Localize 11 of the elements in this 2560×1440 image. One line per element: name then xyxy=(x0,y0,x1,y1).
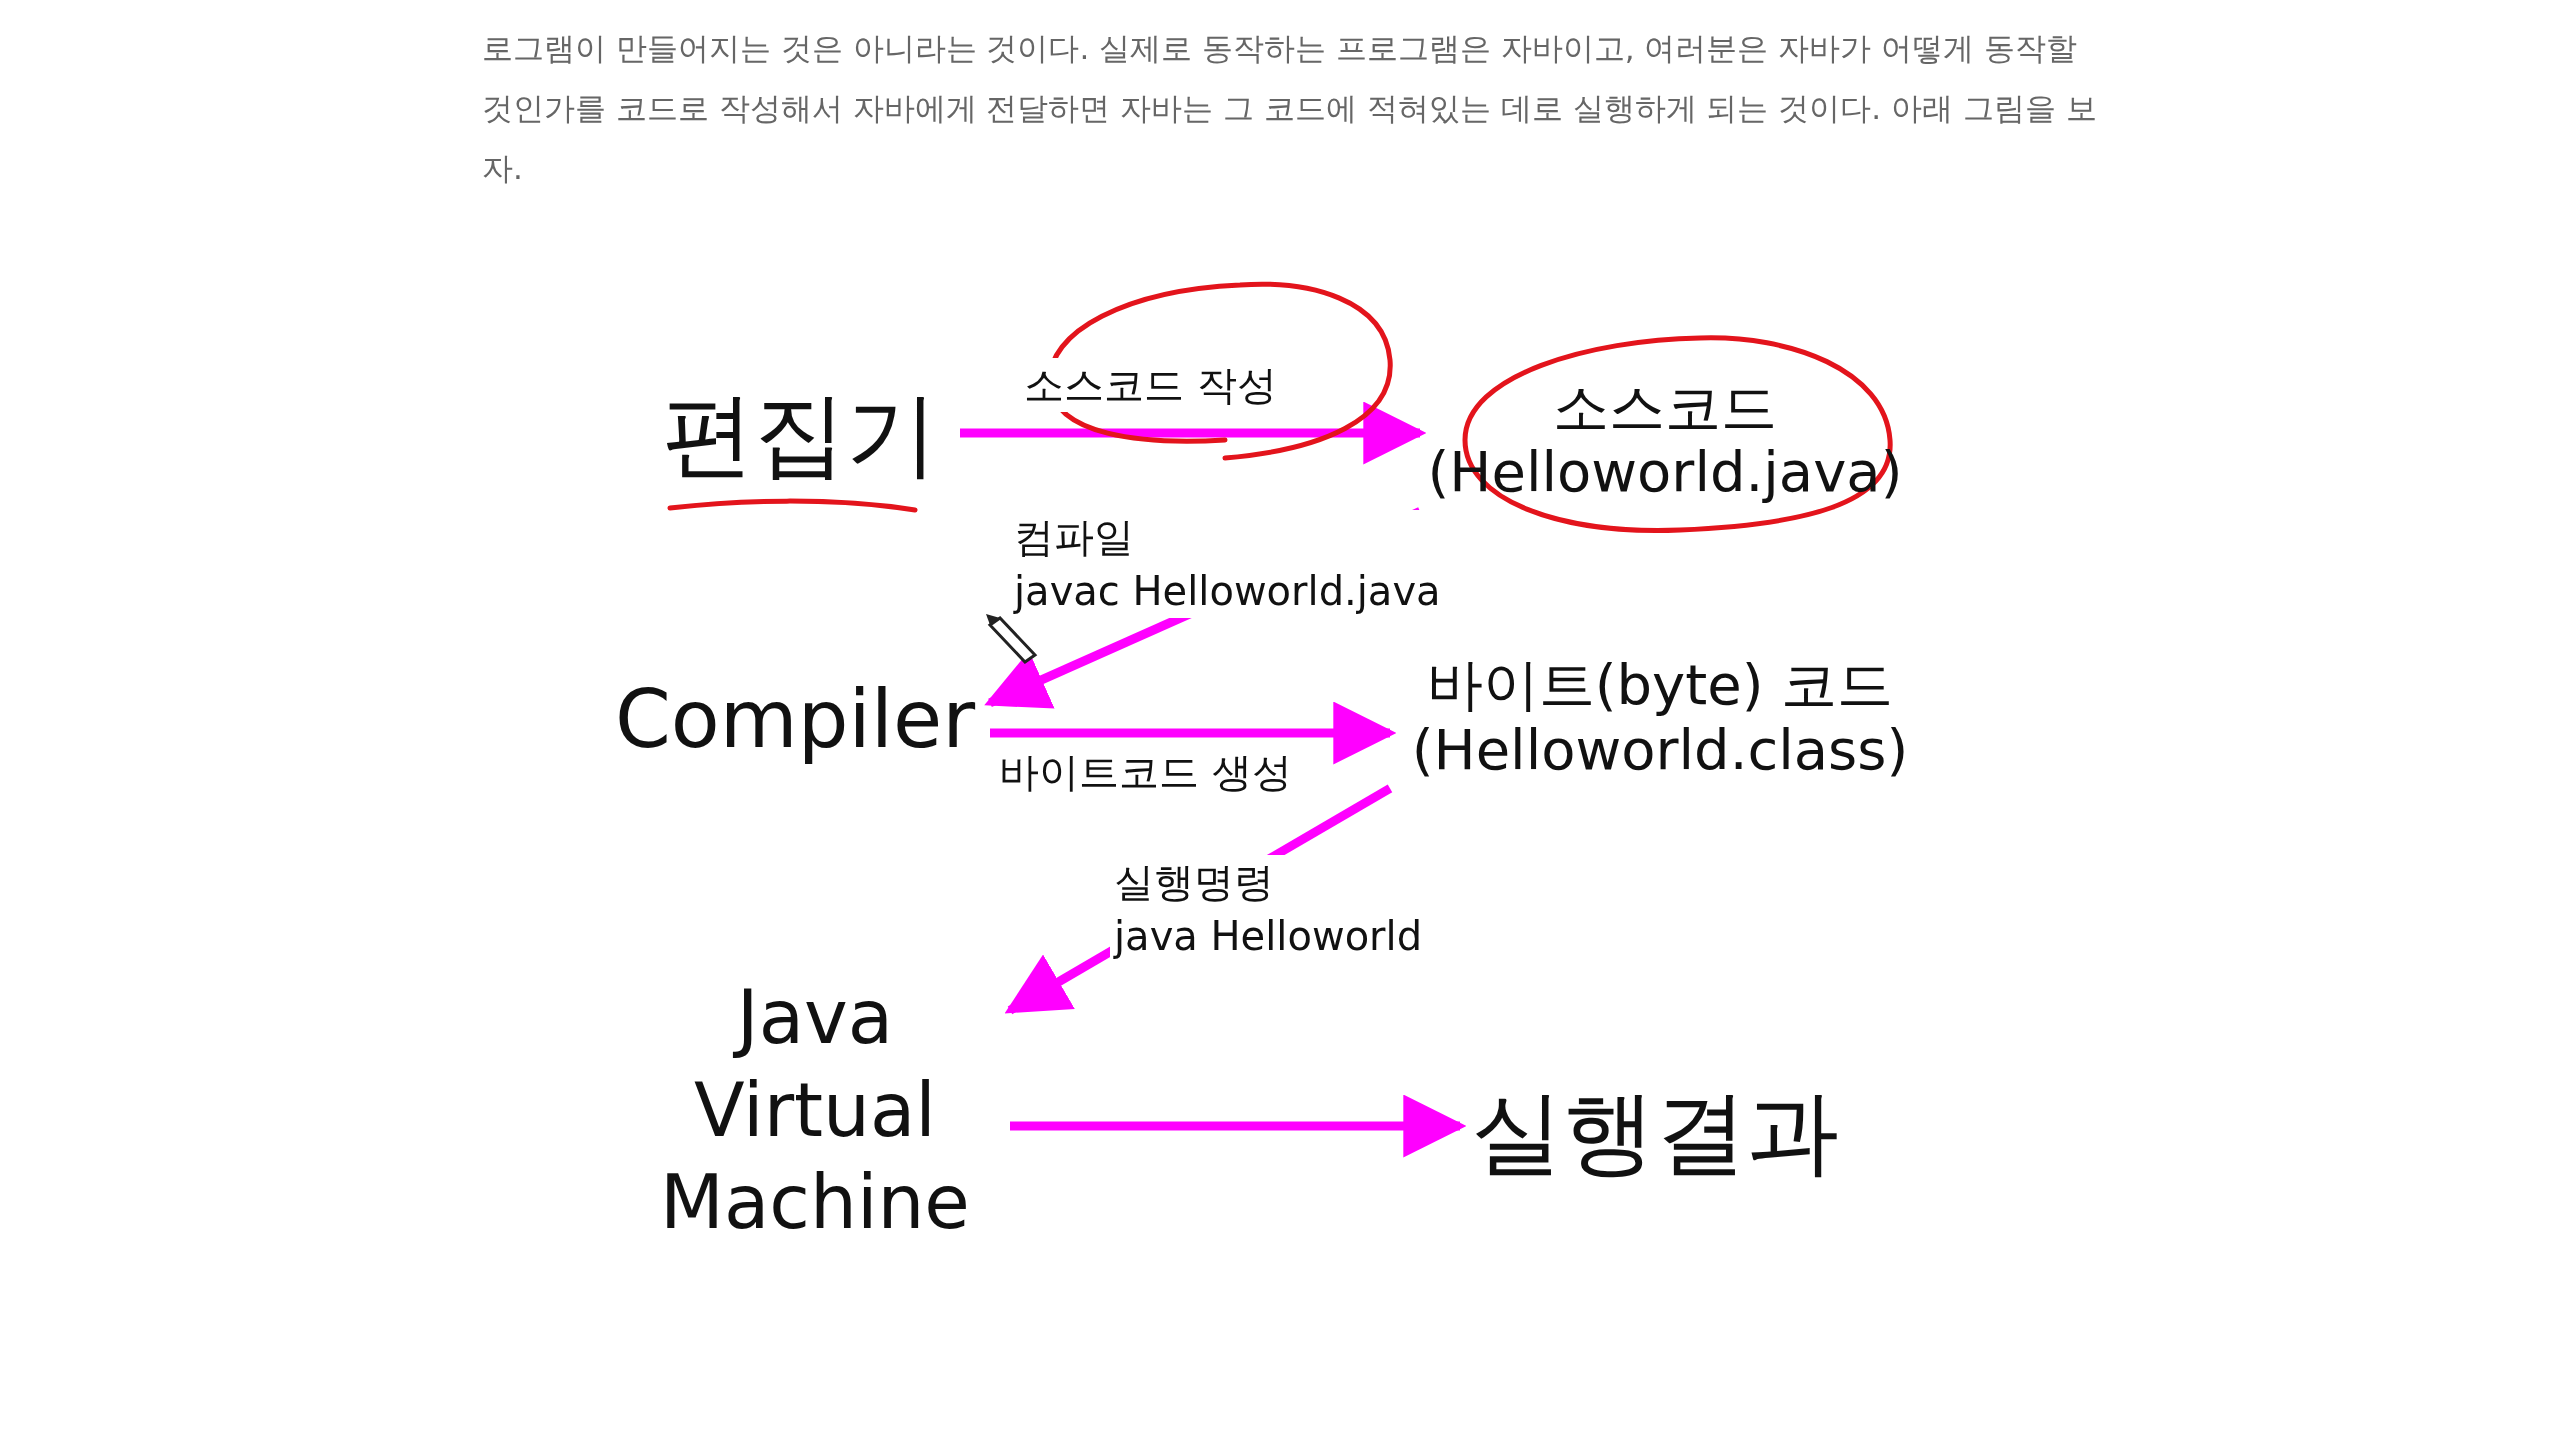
node-text: 실행결과 xyxy=(1471,1079,1839,1186)
node-text: 소스코드 xyxy=(1553,375,1777,440)
node-text: 편집기 xyxy=(662,382,938,488)
node-text: Compiler xyxy=(614,674,976,766)
node-text: (Helloworld.class) xyxy=(1411,717,1909,782)
node-text: 바이트(byte) 코드 xyxy=(1426,653,1894,718)
arrow xyxy=(1010,1094,1467,1158)
paragraph: 로그램이 만들어지는 것은 아니라는 것이다. 실제로 동작하는 프로그램은 자바이고, 여러분은 자바가 어떻게 동작할 것인가를 코드로 작성해서 자바에게 전달하면 자바는 그 코드에 적혀있는 데로 실행하게 되는 것이다. 아래 그림을 보자. xyxy=(482,29,2098,188)
arrow xyxy=(960,401,1427,465)
arrow xyxy=(990,701,1397,765)
node-text: Java Virtual Machine xyxy=(659,973,971,1248)
